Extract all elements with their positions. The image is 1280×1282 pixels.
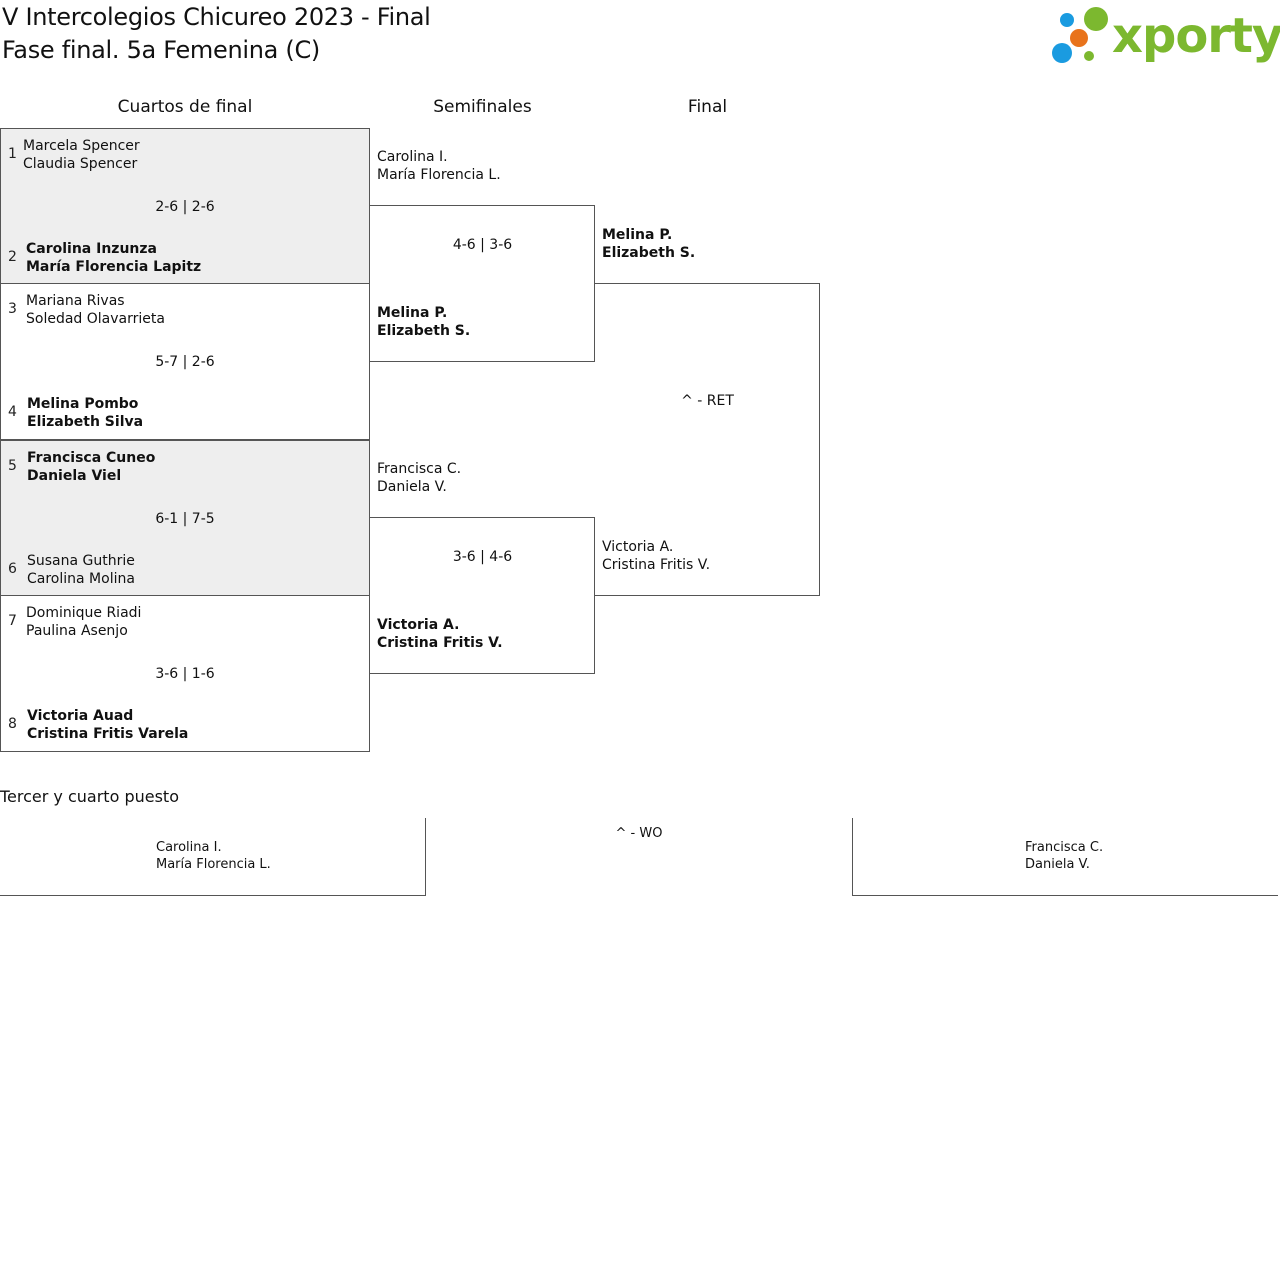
player-name-winner: Daniela Viel [27,468,122,484]
seed-number: 2 [8,249,17,265]
match-score: 2-6 | 2-6 [155,199,215,215]
final-match-bracket [594,283,820,596]
player-name: Francisca C. [377,461,462,477]
player-name: Carolina Molina [27,571,135,587]
match-score: 4-6 | 3-6 [452,237,513,253]
seed-number: 8 [8,716,17,732]
quarterfinal-match-1: 1 Marcela Spencer Claudia Spencer 2-6 | … [0,128,370,284]
player-name: Francisca C. [1025,840,1104,855]
player-name: Daniela V. [1025,857,1090,872]
player-name-winner: Carolina Inzunza [26,241,157,257]
player-name: Daniela V. [377,479,447,495]
match-score: 6-1 | 7-5 [155,511,215,527]
player-name: Carolina I. [156,840,222,855]
player-name: Marcela Spencer [23,138,140,154]
quarterfinal-match-3: 5 Francisca Cuneo Daniela Viel 6-1 | 7-5… [0,440,370,596]
player-name-winner: Elizabeth Silva [27,414,144,430]
third-place-left-bracket: Carolina I. María Florencia L. [0,818,426,896]
third-place-score: ^ - WO [615,826,663,841]
match-score: 3-6 | 4-6 [452,549,513,565]
player-name-winner: Cristina Fritis Varela [27,726,189,742]
player-name: Mariana Rivas [26,293,125,309]
seed-number: 7 [8,613,17,629]
player-name-winner: Melina P. [377,305,448,321]
player-name: María Florencia L. [156,857,271,872]
player-name-winner: Victoria A. [377,617,460,633]
match-score: 3-6 | 1-6 [155,666,215,682]
quarterfinal-match-2: 3 Mariana Rivas Soledad Olavarrieta 5-7 … [0,284,370,440]
player-name: Carolina I. [377,149,448,165]
player-name-winner: María Florencia Lapitz [26,259,202,275]
quarterfinal-match-4: 7 Dominique Riadi Paulina Asenjo 3-6 | 1… [0,596,370,752]
player-name: Claudia Spencer [23,156,138,172]
round-header-semis: Semifinales [433,97,532,117]
player-name-winner: Victoria Auad [27,708,134,724]
player-name-finalist: Cristina Fritis V. [602,557,711,573]
seed-number: 1 [8,146,17,162]
player-name: María Florencia L. [377,167,501,183]
player-name-winner: Elizabeth S. [377,323,471,339]
player-name: Susana Guthrie [27,553,135,569]
player-name-winner: Melina Pombo [27,396,139,412]
seed-number: 3 [8,301,17,317]
third-place-right-bracket: Francisca C. Daniela V. [852,818,1278,896]
player-name-finalist: Melina P. [602,227,673,243]
final-score: ^ - RET [681,393,734,409]
player-name: Dominique Riadi [26,605,142,621]
player-name-winner: Francisca Cuneo [27,450,156,466]
player-name: Soledad Olavarrieta [26,311,165,327]
round-header-quarters: Cuartos de final [117,97,253,117]
third-place-heading: Tercer y cuarto puesto [0,787,179,806]
tournament-title: V Intercolegios Chicureo 2023 - Final [2,3,431,31]
player-name-winner: Cristina Fritis V. [377,635,503,651]
seed-number: 6 [8,561,17,577]
seed-number: 5 [8,458,17,474]
player-name: Paulina Asenjo [26,623,128,639]
player-name-finalist: Elizabeth S. [602,245,696,261]
seed-number: 4 [8,404,17,420]
xporty-logo-dots [1052,7,1108,63]
player-name-finalist: Victoria A. [602,539,674,555]
phase-subtitle: Fase final. 5a Femenina (C) [2,36,320,64]
xporty-logo-text: xporty [1112,8,1280,64]
match-score: 5-7 | 2-6 [155,354,215,370]
round-header-final: Final [687,97,728,117]
